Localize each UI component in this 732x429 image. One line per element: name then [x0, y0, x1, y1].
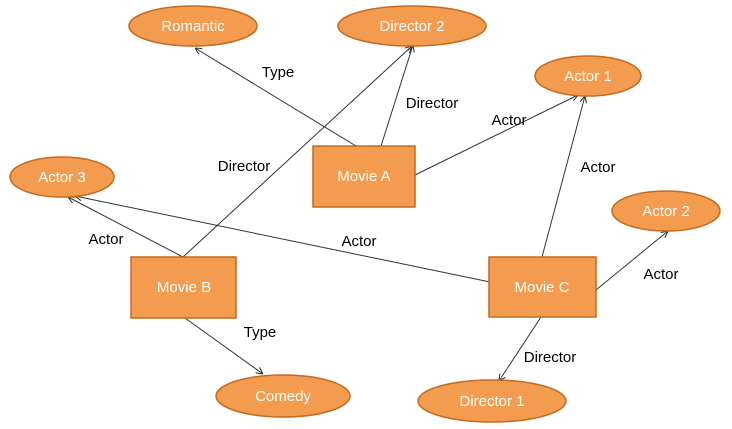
edge-movie-c-actor2: [595, 231, 668, 291]
edge-movie-a-actor1: [414, 95, 578, 176]
node-actor-3-label: Actor 3: [38, 169, 86, 186]
node-movie-a-label: Movie A: [337, 168, 390, 185]
node-actor-2: Actor 2: [611, 190, 721, 232]
edge-label-movie-b-actor3: Actor: [88, 231, 123, 248]
edge-label-movie-a-director2: Director: [406, 95, 459, 112]
edge-movie-c-actor3: [75, 196, 491, 283]
edge-movie-c-actor1: [541, 96, 585, 258]
edge-movie-c-director1: [499, 316, 542, 381]
node-actor-1-label: Actor 1: [564, 68, 612, 85]
edge-label-movie-c-actor2: Actor: [643, 266, 678, 283]
node-director-2-label: Director 2: [379, 18, 444, 35]
edge-label-movie-b-comedy: Type: [244, 324, 277, 341]
node-actor-3-shape: [9, 156, 115, 198]
node-movie-b-shape: [130, 256, 237, 319]
node-movie-c: Movie C: [488, 256, 597, 318]
node-actor-1-shape: [534, 55, 642, 97]
node-movie-b: Movie B: [130, 256, 237, 319]
node-romantic-shape: [128, 5, 258, 47]
node-movie-b-label: Movie B: [157, 279, 211, 296]
node-movie-a-shape: [312, 145, 416, 208]
node-actor-1: Actor 1: [534, 55, 642, 97]
node-romantic-label: Romantic: [161, 18, 225, 35]
node-actor-2-label: Actor 2: [642, 203, 690, 220]
node-movie-c-label: Movie C: [514, 279, 569, 296]
node-director-1-label: Director 1: [459, 393, 524, 410]
edge-label-movie-a-romantic: Type: [262, 64, 295, 81]
edge-movie-b-director2: [182, 46, 412, 258]
node-movie-c-shape: [488, 256, 597, 318]
node-actor-3: Actor 3: [9, 156, 115, 198]
edge-label-movie-c-director1: Director: [524, 349, 577, 366]
edge-movie-a-director2: [380, 45, 413, 147]
edge-label-movie-b-director2: Director: [218, 158, 271, 175]
edge-label-movie-c-actor1: Actor: [580, 159, 615, 176]
edges: [68, 45, 668, 381]
node-director-2: Director 2: [337, 5, 487, 47]
node-movie-a: Movie A: [312, 145, 416, 208]
node-director-1-shape: [417, 379, 567, 423]
node-director-1: Director 1: [417, 379, 567, 423]
node-comedy-shape: [215, 374, 351, 418]
edge-label-movie-c-actor3: Actor: [341, 233, 376, 250]
edge-movie-b-comedy: [184, 317, 263, 374]
node-director-2-shape: [337, 5, 487, 47]
edge-movie-a-romantic: [195, 48, 357, 147]
node-comedy: Comedy: [215, 374, 351, 418]
edge-movie-b-actor3: [68, 197, 184, 258]
edge-label-movie-a-actor1: Actor: [491, 112, 526, 129]
node-romantic: Romantic: [128, 5, 258, 47]
node-comedy-label: Comedy: [255, 388, 311, 405]
edge-labels: Type Director Actor Director Actor Actor…: [88, 64, 678, 366]
node-actor-2-shape: [611, 190, 721, 232]
